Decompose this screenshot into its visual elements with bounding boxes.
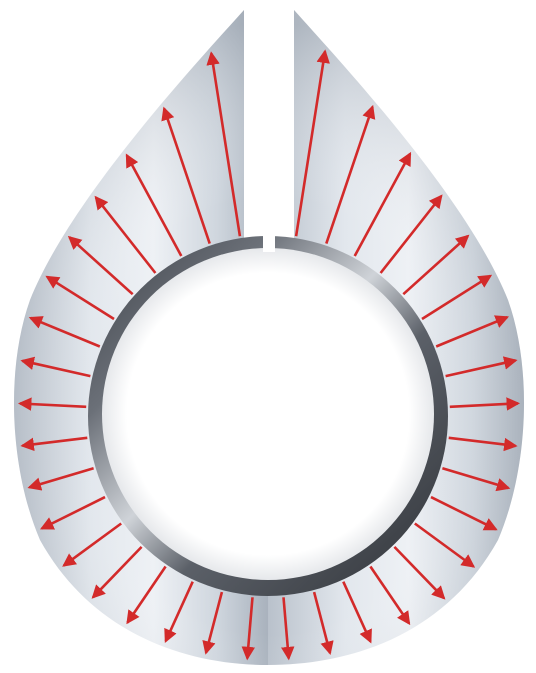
plate-slit: [263, 8, 275, 244]
ring-gap: [263, 228, 275, 252]
ring-hole: [102, 248, 434, 580]
